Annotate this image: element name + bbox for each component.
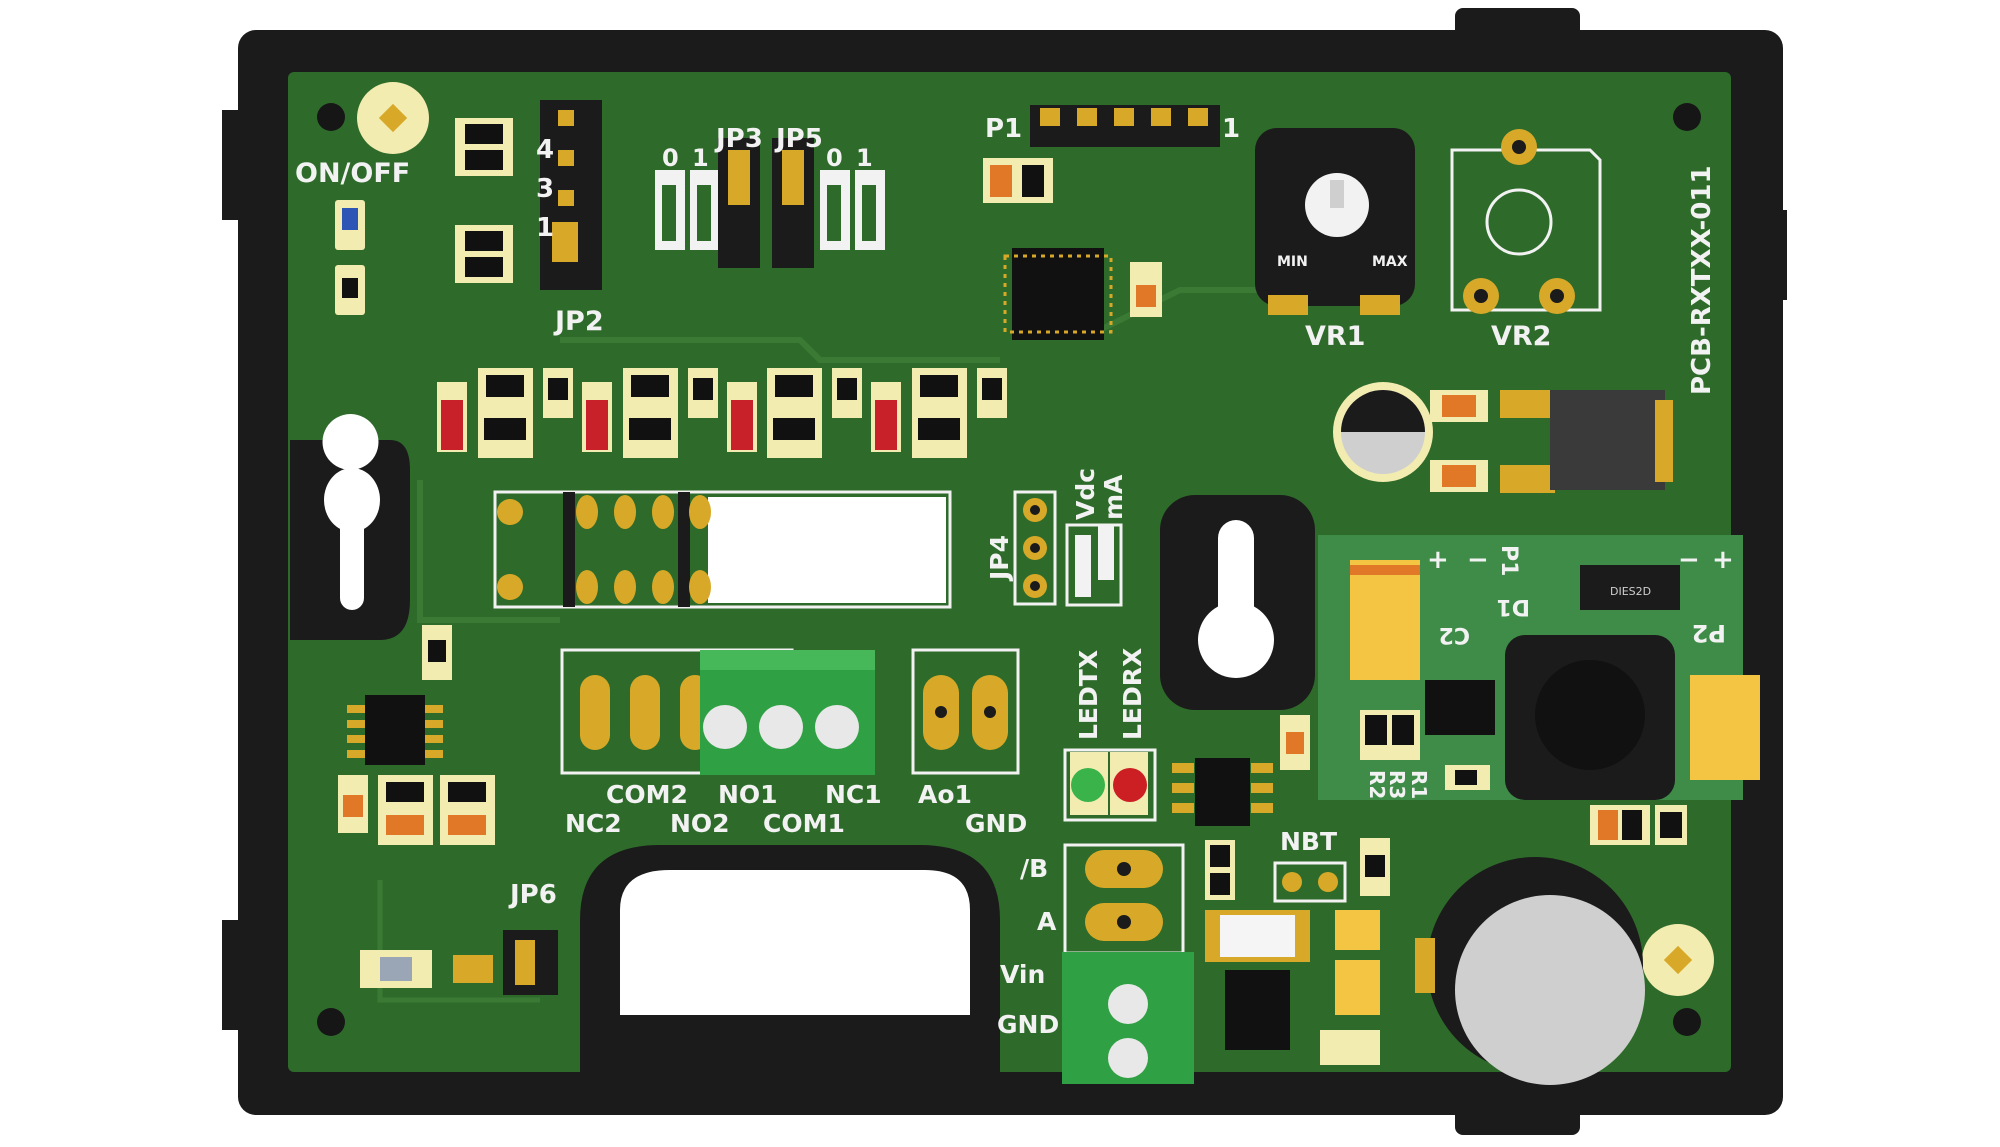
diode-array	[437, 368, 1007, 458]
sub-r3-label: R3	[1385, 770, 1409, 799]
no2-label: NO2	[670, 809, 730, 838]
jp6-header	[360, 930, 558, 995]
capacitor-icon	[1415, 805, 1687, 1085]
board-id-label: PCB-RXTXX-011	[1687, 165, 1717, 395]
mounting-holes	[317, 82, 1714, 1036]
sub-p1-label: P1	[1496, 545, 1521, 576]
mounting-hole-icon	[317, 103, 345, 131]
sub-p2-label: P2	[1692, 619, 1726, 647]
jp2-header	[540, 100, 602, 290]
jp2-pin-4: 4	[536, 135, 554, 165]
sub-diode-marking: DIES2D	[1610, 585, 1651, 598]
analog-output-pads	[911, 648, 1020, 775]
vr1-min-label: MIN	[1277, 254, 1308, 270]
sub-plus-right: +	[1712, 545, 1734, 575]
jp2-pin-1: 1	[536, 213, 554, 243]
mounting-hole-icon	[1673, 103, 1701, 131]
analog-gnd-label: GND	[965, 809, 1027, 838]
mounting-hole-icon	[317, 1008, 345, 1036]
relay-terminals	[560, 648, 875, 775]
vr1-label: VR1	[1305, 321, 1365, 352]
p1-header	[1030, 105, 1220, 147]
p1-pin-1: 1	[1222, 114, 1240, 144]
power-gnd-label: GND	[997, 1010, 1059, 1039]
sub-r1-label: R1	[1407, 770, 1431, 799]
bottom-cutout	[580, 845, 1000, 1072]
bus-a-label: A	[1037, 907, 1057, 936]
vdc-label: Vdc	[1071, 468, 1100, 520]
vr1-max-label: MAX	[1372, 254, 1408, 270]
vin-label: Vin	[1000, 960, 1045, 989]
bus-b-label: /B	[1020, 854, 1048, 883]
no1-label: NO1	[718, 780, 778, 809]
jp6-label: JP6	[508, 880, 557, 910]
sub-minus-left: −	[1467, 545, 1489, 575]
sub-c2-label: C2	[1439, 622, 1470, 647]
jp5-label: JP5	[774, 124, 823, 154]
ledrx-label: LEDRX	[1118, 648, 1147, 740]
on-off-label: ON/OFF	[295, 158, 410, 189]
jp4-header	[1013, 490, 1123, 607]
vr2-footprint	[1450, 129, 1602, 314]
sub-minus-right: −	[1678, 545, 1700, 575]
bus-and-power-terminals	[1062, 843, 1194, 1084]
jp5-pin-1: 1	[856, 144, 873, 172]
capacitor-icon	[1333, 382, 1673, 493]
keyhole-slot-icon	[290, 414, 410, 640]
mounting-hole-icon	[1673, 1008, 1701, 1036]
jp3-label: JP3	[714, 124, 763, 154]
sub-plus-left: +	[1427, 545, 1449, 575]
relay-footprint	[493, 490, 952, 609]
ic-chip-icon	[1172, 715, 1310, 826]
ic-chip-icon	[338, 625, 495, 845]
ic-chip-icon	[983, 158, 1162, 340]
com1-label: COM1	[763, 809, 845, 838]
jp3-pin-1: 1	[692, 144, 709, 172]
jp3-pin-0: 0	[662, 144, 679, 172]
ma-label: mA	[1099, 474, 1128, 520]
vr2-label: VR2	[1491, 321, 1551, 352]
potentiometer-icon	[1255, 128, 1415, 315]
sub-d1-label: D1	[1496, 594, 1530, 619]
ledtx-label: LEDTX	[1074, 650, 1103, 740]
power-input-components	[1205, 838, 1390, 1065]
com2-label: COM2	[606, 780, 688, 809]
jp2-label: JP2	[553, 306, 604, 337]
jp5-pin-0: 0	[826, 144, 843, 172]
jp2-pin-3: 3	[536, 174, 554, 204]
ao1-label: Ao1	[918, 780, 972, 809]
on-off-indicator	[335, 200, 365, 315]
led-icon	[1063, 748, 1157, 822]
dcdc-submodule	[1318, 535, 1760, 800]
jp3-jp5-jumpers	[655, 138, 885, 268]
smd-resistors-top-left	[455, 118, 513, 283]
pcb-board	[288, 72, 1731, 1072]
nc1-label: NC1	[825, 780, 882, 809]
jp4-label: JP4	[985, 535, 1014, 582]
sub-r2-label: R2	[1365, 770, 1389, 799]
p1-label: P1	[985, 114, 1022, 144]
keyhole-slot-icon	[1160, 495, 1315, 710]
nc2-label: NC2	[565, 809, 622, 838]
silkscreen-labels: ON/OFF 4 3 1 JP2 0 1 JP3 JP5 0 1 P1 1 MI…	[295, 114, 1734, 1039]
nbt-label: NBT	[1280, 827, 1337, 856]
